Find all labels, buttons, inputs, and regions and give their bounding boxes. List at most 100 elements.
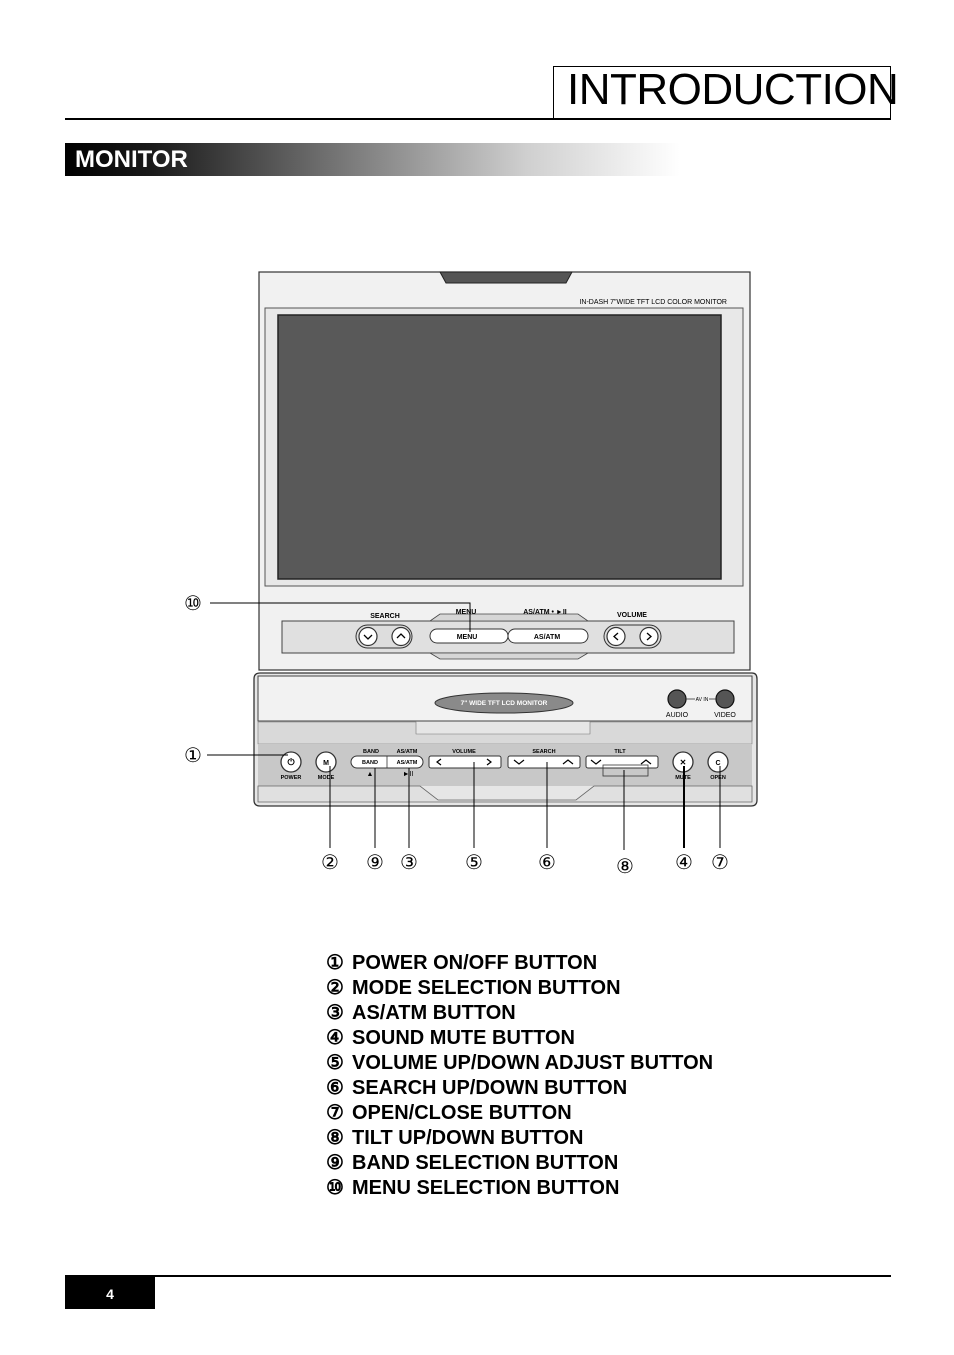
legend-item: ① POWER ON/OFF BUTTON [326, 951, 713, 976]
callout-8: ⑧ [616, 856, 634, 878]
legend-text: AS/ATM BUTTON [352, 1002, 516, 1024]
legend-item: ⑨ BAND SELECTION BUTTON [326, 1151, 713, 1176]
chevron-down-icon [513, 759, 525, 765]
chevron-up-icon [396, 633, 406, 639]
chevron-down-icon [590, 759, 602, 765]
callout-2: ② [321, 852, 339, 874]
power-icon: ⏻ [287, 757, 295, 767]
upper-volume-label: VOLUME [617, 612, 647, 619]
model-label: IN-DASH 7"WIDE TFT LCD COLOR MONITOR [579, 299, 727, 306]
band-asatm-button[interactable] [350, 755, 424, 769]
legend-text: MENU SELECTION BUTTON [352, 1177, 620, 1199]
chevron-right-icon [486, 758, 492, 766]
legend-item: ④ SOUND MUTE BUTTON [326, 1026, 713, 1051]
chevron-up-icon [640, 759, 652, 765]
legend-number: ① [326, 952, 344, 974]
power-button[interactable] [280, 751, 302, 773]
tilt-button[interactable] [585, 755, 659, 777]
lower-asatm-button-label: AS/ATM [397, 760, 418, 766]
legend-number: ② [326, 977, 344, 999]
chevron-left-icon [436, 758, 442, 766]
legend-item: ⑦ OPEN/CLOSE BUTTON [326, 1101, 713, 1126]
legend-item: ⑥ SEARCH UP/DOWN BUTTON [326, 1076, 713, 1101]
legend-item: ⑤ VOLUME UP/DOWN ADJUST BUTTON [326, 1051, 713, 1076]
legend-number: ③ [326, 1002, 344, 1024]
legend-number: ⑦ [326, 1102, 344, 1124]
legend-item: ③ AS/ATM BUTTON [326, 1001, 713, 1026]
play-pause-symbol: ►II [403, 771, 414, 778]
mode-icon: M [323, 760, 329, 767]
legend-text: SEARCH UP/DOWN BUTTON [352, 1077, 628, 1099]
open-button[interactable] [707, 751, 729, 773]
chevron-left-icon [613, 632, 619, 641]
callout-7: ⑦ [711, 852, 729, 874]
header-rule [65, 118, 891, 120]
band-button-label: BAND [362, 760, 378, 766]
chevron-down-icon [363, 634, 373, 640]
video-label: VIDEO [714, 712, 736, 719]
legend-number: ⑥ [326, 1077, 344, 1099]
lower-search-button[interactable] [507, 755, 581, 769]
lower-search-label: SEARCH [532, 749, 555, 755]
callout-10: ⑩ [184, 593, 202, 615]
legend-item: ⑩ MENU SELECTION BUTTON [326, 1176, 713, 1201]
page-number: 4 [106, 1286, 114, 1302]
av-in-label: AV IN [696, 697, 709, 703]
badge-text: 7" WIDE TFT LCD MONITOR [461, 700, 548, 707]
page-number-box [65, 1277, 155, 1309]
legend-number: ⑩ [326, 1177, 344, 1199]
open-icon: C [715, 760, 720, 767]
callout-5: ⑤ [465, 852, 483, 874]
video-jack[interactable] [715, 689, 735, 709]
lower-volume-button[interactable] [428, 755, 502, 769]
audio-jack[interactable] [667, 689, 687, 709]
legend-item: ② MODE SELECTION BUTTON [326, 976, 713, 1001]
button-legend: ① POWER ON/OFF BUTTON ② MODE SELECTION BUT… [326, 951, 713, 1201]
audio-label: AUDIO [666, 712, 689, 719]
legend-text: TILT UP/DOWN BUTTON [352, 1127, 584, 1149]
callout-1: ① [184, 745, 202, 767]
section-title: MONITOR [75, 146, 188, 173]
chevron-right-icon [646, 632, 652, 641]
upper-search-buttons[interactable] [355, 624, 413, 649]
footer-rule [65, 1275, 891, 1277]
callout-6: ⑥ [538, 852, 556, 874]
band-label: BAND [363, 749, 379, 755]
legend-text: POWER ON/OFF BUTTON [352, 952, 598, 974]
legend-text: OPEN/CLOSE BUTTON [352, 1102, 572, 1124]
mode-button[interactable] [315, 751, 337, 773]
legend-text: MODE SELECTION BUTTON [352, 977, 621, 999]
lower-asatm-label: AS/ATM [397, 749, 418, 755]
page-title: INTRODUCTION [567, 65, 899, 114]
open-label: OPEN [710, 775, 726, 781]
tilt-label: TILT [614, 749, 626, 755]
legend-number: ⑨ [326, 1152, 344, 1174]
legend-text: VOLUME UP/DOWN ADJUST BUTTON [352, 1052, 714, 1074]
lower-volume-label: VOLUME [452, 749, 476, 755]
power-label: POWER [281, 775, 302, 781]
callout-9: ⑨ [366, 852, 384, 874]
section-bar [65, 143, 680, 176]
legend-text: BAND SELECTION BUTTON [352, 1152, 619, 1174]
callout-3: ③ [400, 852, 418, 874]
legend-number: ⑤ [326, 1052, 344, 1074]
mode-label: MODE [318, 775, 335, 781]
legend-number: ⑧ [326, 1127, 344, 1149]
upper-volume-buttons[interactable] [603, 624, 662, 649]
lcd-monitor-badge [434, 692, 574, 714]
upper-menu-button-label: MENU [457, 634, 478, 641]
upper-menu-label: MENU [456, 609, 477, 616]
legend-number: ④ [326, 1027, 344, 1049]
legend-item: ⑧ TILT UP/DOWN BUTTON [326, 1126, 713, 1151]
band-up-arrow: ▲ [367, 771, 374, 778]
upper-asatm-button[interactable] [507, 628, 589, 644]
callout-leaders [207, 602, 721, 850]
header-title-box [553, 66, 891, 118]
upper-asatm-label: AS/ATM • ►II [523, 609, 567, 616]
lcd-screen [277, 314, 722, 580]
mute-icon: ✕ [680, 758, 687, 767]
upper-asatm-button-label: AS/ATM [534, 634, 560, 641]
legend-text: SOUND MUTE BUTTON [352, 1027, 575, 1049]
callout-4: ④ [675, 852, 693, 874]
